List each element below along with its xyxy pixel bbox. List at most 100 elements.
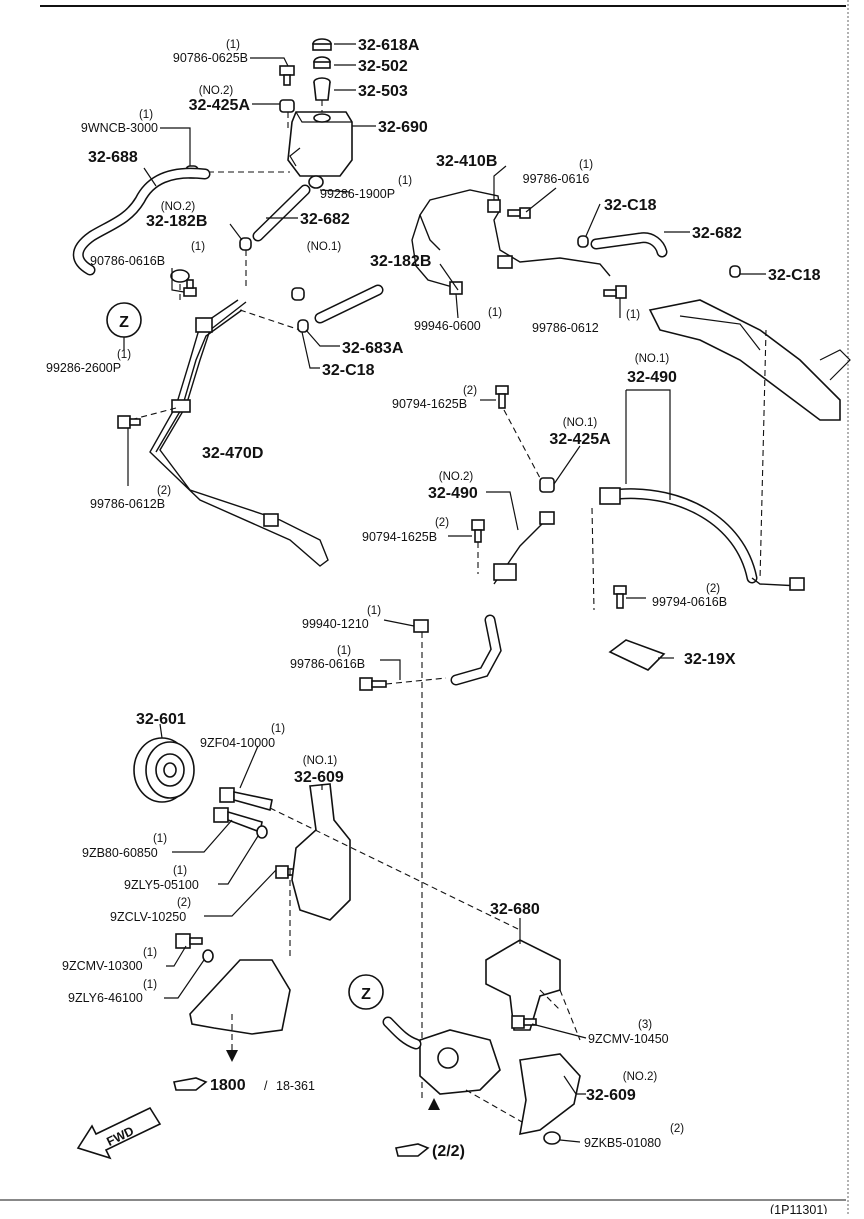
callout-leaders	[123, 43, 766, 1143]
qty-99940-1210: (1)	[367, 605, 381, 617]
label-32-c18-mid[interactable]: 32-C18	[322, 362, 375, 379]
label-99940-1210[interactable]: 99940-1210	[302, 617, 369, 631]
pointing-hand-icon-1800	[173, 1077, 208, 1091]
steering-gear-drawing	[648, 299, 851, 421]
label-32-c18-right[interactable]: 32-C18	[768, 267, 821, 284]
label-9zcmv-10300[interactable]: 9ZCMV-10300	[62, 959, 143, 973]
clamp-c18-right-drawing	[729, 265, 741, 278]
clip-425a-no2-drawing	[279, 99, 295, 113]
qty-32-490-no1: (NO.1)	[635, 353, 670, 365]
label-32-490-no2[interactable]: 32-490	[428, 485, 478, 502]
label-32-182b-no2[interactable]: 32-182B	[146, 213, 207, 230]
label-32-688[interactable]: 32-688	[88, 149, 138, 166]
clip-425a-no1-drawing	[539, 477, 555, 493]
label-99786-0612b[interactable]: 99786-0612B	[90, 497, 165, 511]
qty-9zf04-10000: (1)	[271, 723, 285, 735]
pulley-601-drawing	[133, 737, 195, 803]
bolt-0616b-right-drawing	[613, 585, 627, 609]
label-9zcmv-10450[interactable]: 9ZCMV-10450	[588, 1032, 669, 1046]
bolt-0612b-drawing	[117, 415, 141, 429]
qty-90786-0625b: (1)	[226, 39, 240, 51]
label-32-425a-no1[interactable]: 32-425A	[549, 431, 611, 448]
label-99286-1900p[interactable]: 99286-1900P	[320, 187, 395, 201]
label-32-618a[interactable]: 32-618A	[358, 37, 420, 54]
footer-code: (1P11301)	[770, 1203, 827, 1214]
label-32-682-right[interactable]: 32-682	[692, 225, 742, 242]
bolt-0625b-drawing	[279, 65, 295, 86]
ref-1800-page[interactable]: 18-361	[276, 1079, 315, 1093]
bolt-0616b-top-drawing	[183, 279, 197, 297]
label-99286-2600p[interactable]: 99286-2600P	[46, 361, 121, 375]
label-32-609-no2[interactable]: 32-609	[586, 1087, 636, 1104]
label-99786-0612[interactable]: 99786-0612	[532, 321, 599, 335]
bolt-99786-0616-drawing	[507, 207, 531, 219]
label-99786-0616b-low[interactable]: 99786-0616B	[290, 657, 365, 671]
qty-9wncb-3000: (1)	[139, 109, 153, 121]
label-32-19x[interactable]: 32-19X	[684, 651, 736, 668]
qty-99786-0612: (1)	[626, 309, 640, 321]
qty-32-182b-no2: (NO.2)	[161, 201, 196, 213]
qty-99786-0612b: (2)	[157, 485, 171, 497]
qty-32-425a-no2: (NO.2)	[199, 85, 234, 97]
hose-682-left-drawing	[252, 184, 311, 242]
label-90786-0616b[interactable]: 90786-0616B	[90, 254, 165, 268]
hose-490-no1-drawing	[599, 487, 805, 591]
label-32-609-no1[interactable]: 32-609	[294, 769, 344, 786]
qty-99946-0600: (1)	[488, 307, 502, 319]
label-9wncb-3000[interactable]: 9WNCB-3000	[81, 121, 158, 135]
label-32-601[interactable]: 32-601	[136, 711, 186, 728]
qty-32-182b-no1: (NO.1)	[307, 241, 342, 253]
bolt-9zb80-drawing	[213, 807, 263, 834]
bolt-99786-0612-drawing	[603, 285, 627, 299]
label-90786-0625b[interactable]: 90786-0625B	[173, 51, 248, 65]
arrow-2-2	[428, 1098, 440, 1110]
label-32-182b-no1[interactable]: 32-182B	[370, 253, 431, 270]
label-32-502[interactable]: 32-502	[358, 58, 408, 75]
label-99786-0616[interactable]: 99786-0616	[523, 172, 590, 186]
bolt-1625b-top-drawing	[495, 385, 509, 409]
label-32-503[interactable]: 32-503	[358, 83, 408, 100]
label-9zly5-05100[interactable]: 9ZLY5-05100	[124, 878, 199, 892]
label-99794-0616b[interactable]: 99794-0616B	[652, 595, 727, 609]
bolt-0616b-low-drawing	[359, 677, 387, 691]
washer-9zly6-drawing	[202, 949, 214, 963]
clamp-c18-top-drawing	[577, 235, 589, 248]
label-32-470d[interactable]: 32-470D	[202, 445, 263, 462]
qty-9zb80-60850: (1)	[153, 833, 167, 845]
ref-1800-separator: /	[264, 1079, 268, 1093]
qty-99786-0616b-low: (1)	[337, 645, 351, 657]
qty-99786-0616: (1)	[579, 159, 593, 171]
label-32-683a[interactable]: 32-683A	[342, 340, 404, 357]
label-90794-1625b-top[interactable]: 90794-1625B	[392, 397, 467, 411]
label-32-c18-top[interactable]: 32-C18	[604, 197, 657, 214]
label-32-425a-no2[interactable]: 32-425A	[189, 97, 251, 114]
label-9zb80-60850[interactable]: 9ZB80-60850	[82, 846, 158, 860]
bolt-9zcmv-10450-drawing	[511, 1015, 537, 1029]
bracket-609-no1-drawing	[291, 783, 351, 921]
label-9zkb5-01080[interactable]: 9ZKB5-01080	[584, 1136, 661, 1150]
qty-32-609-no1: (NO.1)	[303, 755, 338, 767]
strainer-503-drawing	[313, 77, 331, 101]
label-32-490-no1[interactable]: 32-490	[627, 369, 677, 386]
fwd-arrow-icon	[76, 1106, 162, 1160]
pipe-410b-drawing	[411, 189, 611, 289]
label-99946-0600[interactable]: 99946-0600	[414, 319, 481, 333]
qty-9zcmv-10300: (1)	[143, 947, 157, 959]
ref-2-2[interactable]: (2/2)	[432, 1143, 465, 1160]
power-steering-pump-drawing	[382, 1016, 501, 1095]
label-32-410b[interactable]: 32-410B	[436, 153, 497, 170]
bolt-9zf04-drawing	[219, 787, 273, 812]
label-9zly6-46100[interactable]: 9ZLY6-46100	[68, 991, 143, 1005]
label-32-680[interactable]: 32-680	[490, 901, 540, 918]
clamp-182b-no1-drawing	[291, 287, 305, 301]
qty-9zkb5-01080: (2)	[670, 1123, 684, 1135]
label-90794-1625b-mid[interactable]: 90794-1625B	[362, 530, 437, 544]
label-9zf04-10000[interactable]: 9ZF04-10000	[200, 736, 275, 750]
ref-1800-number[interactable]: 1800	[210, 1077, 246, 1094]
label-9zclv-10250[interactable]: 9ZCLV-10250	[110, 910, 186, 924]
label-32-690[interactable]: 32-690	[378, 119, 428, 136]
label-32-682-left[interactable]: 32-682	[300, 211, 350, 228]
clamp-2600p-drawing	[170, 269, 190, 283]
zone-marker-z-bottom	[348, 974, 384, 1010]
